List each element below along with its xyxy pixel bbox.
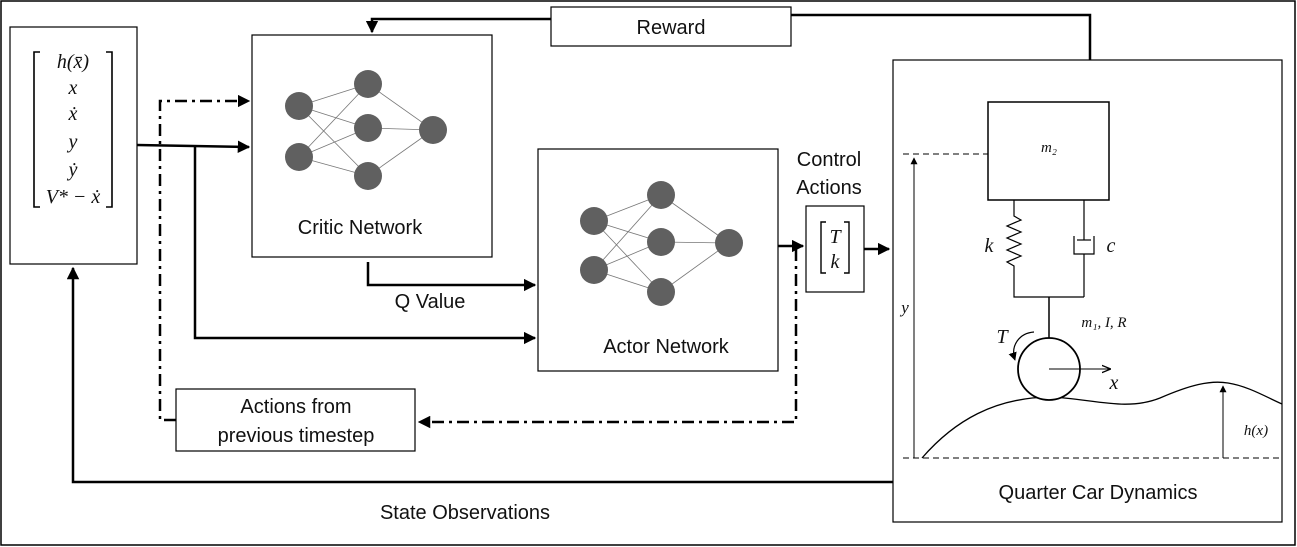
spring xyxy=(1005,200,1084,298)
quarter-car-panel: m₂ y k c m₁, I, R x T h(x) Quarter xyxy=(892,59,1283,523)
state-entry-xdot: ẋ xyxy=(68,103,78,125)
actions-to-previous-arrow xyxy=(417,249,798,429)
solid-connections xyxy=(66,13,1092,484)
road-profile xyxy=(921,381,1283,459)
action-entry-k: k xyxy=(831,251,841,273)
torque-arc xyxy=(1008,331,1035,361)
reward-out-line xyxy=(791,13,1092,60)
damper-label: c xyxy=(1107,235,1116,257)
left-bracket xyxy=(33,51,40,208)
state-observations-arrow xyxy=(66,266,893,484)
previous-actions-box: Actions from previous timestep xyxy=(175,388,416,452)
state-entry-h: h(x̄) xyxy=(57,51,90,73)
state-to-critic-arrow xyxy=(136,140,251,154)
action-vector-box: T k xyxy=(805,205,865,293)
control-actions-label-1: Control xyxy=(797,149,861,171)
state-entry-v: V* − ẋ xyxy=(46,186,101,208)
road-height-label: h(x) xyxy=(1244,423,1268,439)
previous-actions-label-2: previous timestep xyxy=(218,425,375,447)
critic-network-box: Critic Network xyxy=(251,34,493,258)
state-vector-box: h(x̄) x ẋ y ẏ V* − ẋ xyxy=(9,26,138,265)
x-direction-label: x xyxy=(1109,372,1119,394)
state-entry-x: x xyxy=(68,77,78,99)
q-value-arrow xyxy=(366,262,537,292)
critic-neurons xyxy=(285,70,447,190)
state-entry-y: y xyxy=(67,131,78,153)
actor-neurons xyxy=(580,181,743,306)
actor-network-box: Actor Network xyxy=(537,148,779,372)
damper xyxy=(1073,200,1095,297)
previous-actions-to-critic-arrow xyxy=(158,94,251,422)
critic-network-label: Critic Network xyxy=(298,217,423,239)
actor-network-label: Actor Network xyxy=(603,336,730,358)
torque-label: T xyxy=(996,326,1009,348)
control-actions-label-2: Actions xyxy=(796,177,862,199)
state-observations-label: State Observations xyxy=(380,502,550,524)
action-entry-t: T xyxy=(829,226,842,248)
reward-label: Reward xyxy=(637,17,706,39)
y-label: y xyxy=(899,298,909,317)
state-to-actor-arrow xyxy=(193,147,537,345)
unsprung-mass-label: m₁, I, R xyxy=(1081,315,1126,331)
spring-label: k xyxy=(985,235,995,257)
quarter-car-label: Quarter Car Dynamics xyxy=(999,482,1198,504)
reward-box: Reward xyxy=(550,6,792,47)
q-value-label: Q Value xyxy=(395,291,466,313)
sprung-mass-label: m₂ xyxy=(1041,140,1057,156)
right-bracket xyxy=(106,51,113,208)
state-entry-ydot: ẏ xyxy=(67,159,78,181)
reward-to-critic-arrow xyxy=(365,17,551,34)
sprung-mass xyxy=(987,101,1110,201)
dashdot-connections xyxy=(158,94,798,429)
previous-actions-label-1: Actions from xyxy=(240,396,351,418)
